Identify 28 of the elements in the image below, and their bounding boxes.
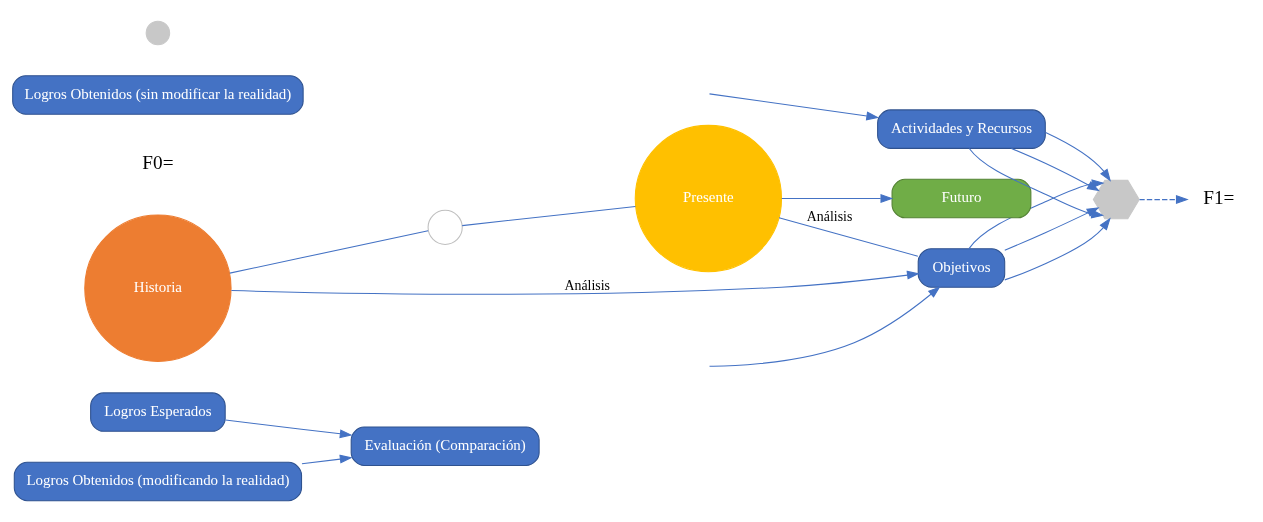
node-box: Logros Obtenidos (sin modificar la realidad) <box>12 75 304 115</box>
node-circle: Presente <box>634 124 783 273</box>
node-box: Objetivos <box>917 248 1006 288</box>
arrow <box>781 194 894 204</box>
connector <box>461 205 636 227</box>
arrow <box>224 419 353 439</box>
arrow <box>230 270 920 295</box>
node-circle: Historia <box>84 214 232 362</box>
node-circle <box>145 20 171 46</box>
node-box: Evaluación (Comparación) <box>350 426 540 467</box>
node-circle <box>427 209 463 245</box>
node-box: Logros Esperados <box>90 392 226 432</box>
node-box: Logros Obtenidos (modificando la realidad) <box>13 461 303 502</box>
edge-label: Análisis <box>564 277 610 293</box>
arrow <box>1010 147 1100 192</box>
node-text: F0= <box>142 152 174 174</box>
arrow <box>301 454 353 465</box>
node-box: Futuro <box>891 178 1032 219</box>
arrow <box>1045 131 1111 182</box>
arrow <box>1139 195 1189 205</box>
arrow <box>1004 217 1111 281</box>
node-text: F1= <box>1203 187 1235 209</box>
node-box: Actividades y Recursos <box>877 109 1046 149</box>
arrow <box>708 93 880 121</box>
connector <box>229 230 429 274</box>
edge-label: Análisis <box>806 209 853 225</box>
arrow <box>709 286 941 367</box>
connector <box>778 217 919 257</box>
